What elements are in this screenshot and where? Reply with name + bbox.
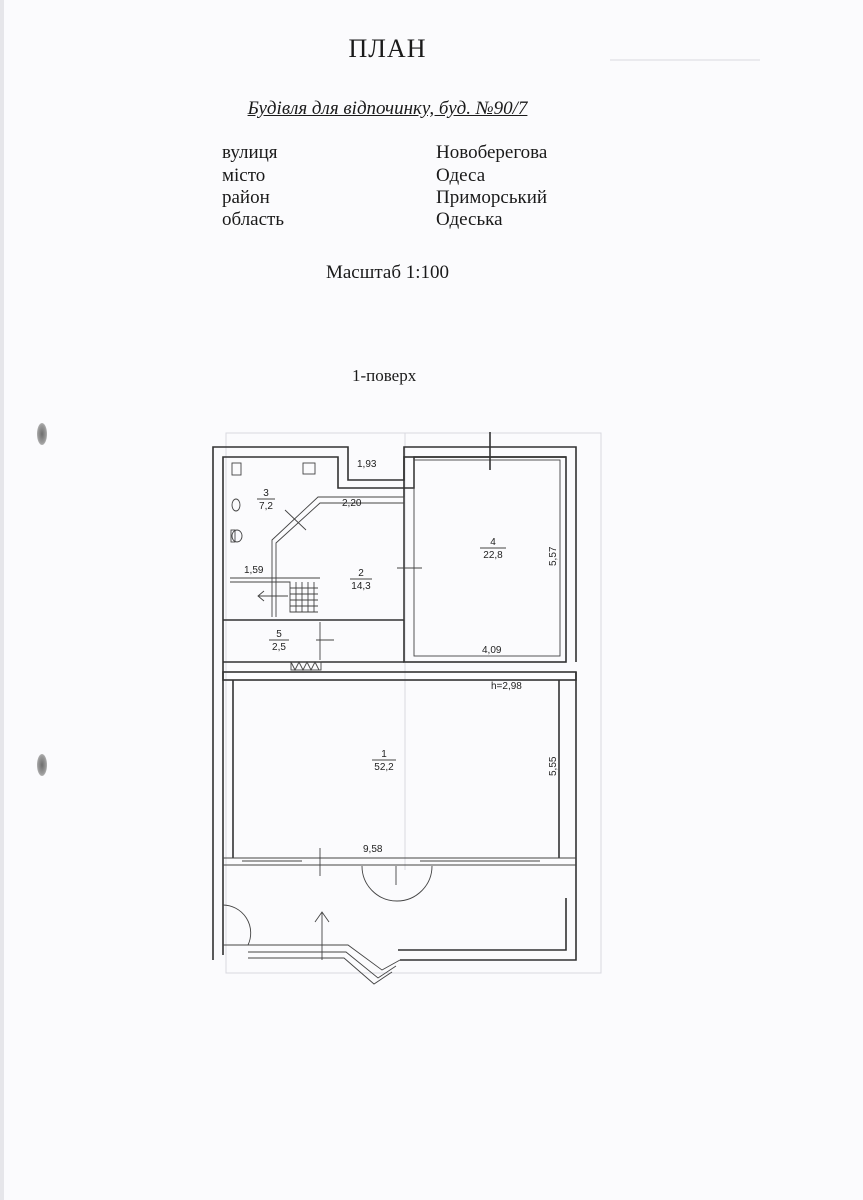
bathroom-fixtures xyxy=(230,462,316,543)
address-block: вулиця Новоберегова місто Одеса район Пр… xyxy=(0,0,863,240)
room-number: 2 xyxy=(358,568,364,579)
room-number: 5 xyxy=(276,629,282,640)
building-subtitle: Будівля для відпочинку, буд. №90/7 xyxy=(247,98,528,119)
room-area: 22,8 xyxy=(483,550,503,561)
dim-top-recess: 1,93 xyxy=(357,459,377,470)
street-value: Новоберегова xyxy=(436,142,548,163)
room-4-label: 4 22,8 xyxy=(480,537,506,561)
district-label: район xyxy=(222,187,270,208)
punch-hole xyxy=(37,754,47,776)
left-block-walls xyxy=(223,496,405,663)
terrace xyxy=(222,904,401,985)
dim-room4-width: 4,09 xyxy=(482,645,502,656)
page-title: ПЛАН xyxy=(348,34,427,63)
room-area: 2,5 xyxy=(272,642,286,653)
bleed-through xyxy=(225,59,760,974)
room-area: 14,3 xyxy=(351,581,371,592)
room-1 xyxy=(222,671,577,902)
punch-hole xyxy=(37,423,47,445)
room-1-label: 1 52,2 xyxy=(372,749,396,773)
scale-label: Масштаб 1:100 xyxy=(325,262,450,283)
outer-walls xyxy=(212,446,577,961)
city-label: місто xyxy=(222,165,266,186)
dim-room4-height: 5,57 xyxy=(548,546,559,566)
room-number: 3 xyxy=(263,488,269,499)
room-3-label: 3 7,2 xyxy=(257,488,275,512)
street-label: вулиця xyxy=(222,142,278,163)
room-area: 52,2 xyxy=(374,762,394,773)
dim-stair: 1,59 xyxy=(244,565,264,576)
dim-corridor: 2,20 xyxy=(342,498,362,509)
room-2-label: 2 14,3 xyxy=(350,568,372,592)
city-value: Одеса xyxy=(436,165,486,186)
room-5-label: 5 2,5 xyxy=(269,629,289,653)
region-value: Одеська xyxy=(436,209,503,230)
region-label: область xyxy=(222,209,285,230)
room-number: 1 xyxy=(381,749,387,760)
district-value: Приморський xyxy=(436,187,548,208)
room-4 xyxy=(397,432,567,663)
staircase xyxy=(230,577,320,613)
vent-hatch xyxy=(290,660,322,672)
floor-label: 1-поверх xyxy=(352,366,417,385)
room-number: 4 xyxy=(490,537,496,548)
dim-hall-height: 5,55 xyxy=(548,756,559,776)
dim-ceiling-height: h=2,98 xyxy=(491,681,522,692)
paper-edge xyxy=(0,0,4,1200)
dim-hall-width: 9,58 xyxy=(363,844,383,855)
room-area: 7,2 xyxy=(259,501,273,512)
